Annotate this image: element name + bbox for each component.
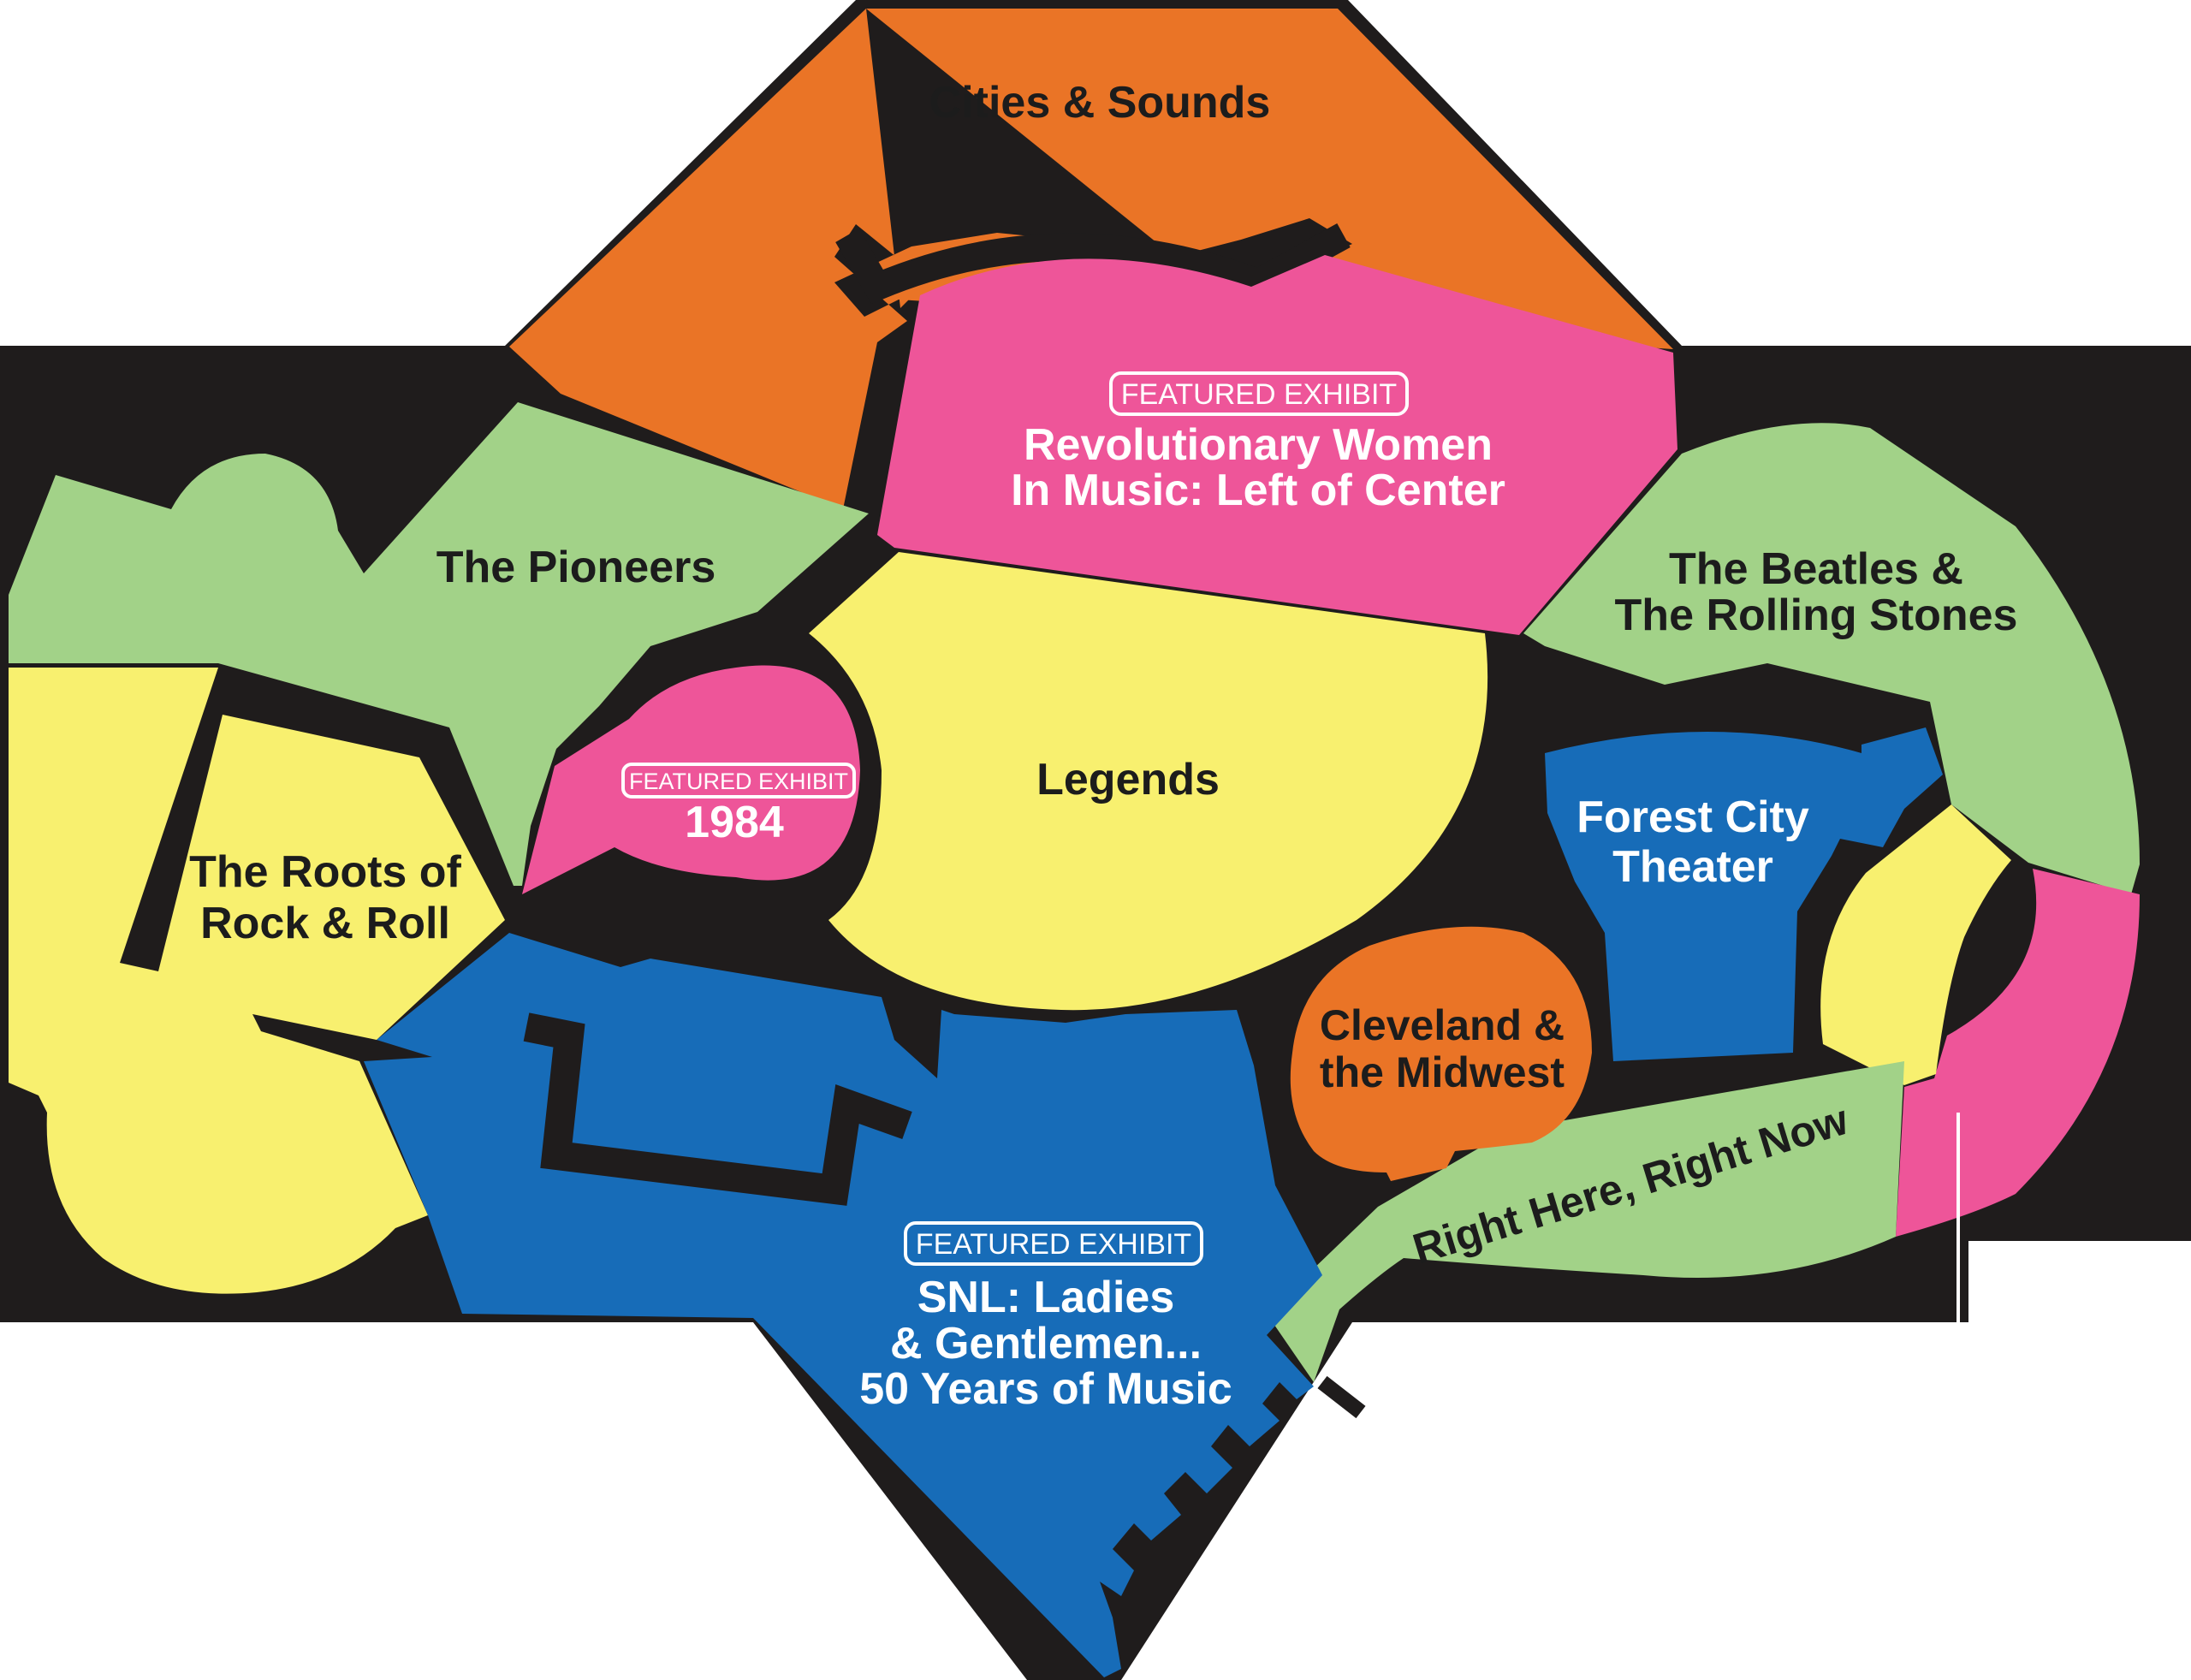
- label-joplin-2: Jimi Hendrix: [1857, 1382, 2114, 1430]
- zone-snl[interactable]: [364, 933, 1322, 1677]
- label-cleveland-2: the Midwest: [1320, 1048, 1565, 1096]
- badge-snl: FEATURED EXHIBIT: [904, 1221, 1203, 1266]
- label-1984: 1984: [685, 798, 784, 847]
- svg-text:FEATURED EXHIBIT: FEATURED EXHIBIT: [916, 1228, 1191, 1261]
- label-roots-1: The Roots of: [189, 847, 461, 897]
- label-forest-city-1: Forest City: [1576, 793, 1809, 842]
- zone-pioneers[interactable]: [9, 402, 869, 886]
- zone-legends[interactable]: [809, 552, 1488, 1011]
- zone-roots[interactable]: [9, 668, 505, 1294]
- label-joplin-1: Janis Joplin &: [1841, 1335, 2131, 1383]
- label-snl-1: SNL: Ladies: [917, 1273, 1175, 1322]
- entrance-wall: [1317, 1375, 1366, 1419]
- label-pioneers: The Pioneers: [436, 543, 716, 592]
- zone-revolutionary-women[interactable]: [877, 255, 1677, 635]
- label-roots-2: Rock & Roll: [200, 899, 450, 948]
- label-snl-2: & Gentlemen...: [890, 1319, 1202, 1368]
- svg-text:FEATURED EXHIBIT: FEATURED EXHIBIT: [1121, 378, 1397, 411]
- arch-wall: [835, 223, 1351, 305]
- zone-beatles-stones[interactable]: [1523, 423, 2140, 894]
- label-legends: Legends: [1036, 755, 1220, 804]
- label-revolutionary-women-1: Revolutionary Women: [1024, 420, 1493, 470]
- label-beatles-2: The Rolling Stones: [1615, 591, 2018, 640]
- zone-forest-city[interactable]: [1545, 727, 1943, 1061]
- svg-text:FEATURED EXHIBIT: FEATURED EXHIBIT: [629, 769, 848, 794]
- snl-wall: [523, 1012, 912, 1206]
- zone-cleveland[interactable]: [1290, 926, 1592, 1181]
- zone-1984[interactable]: [522, 665, 860, 895]
- label-forest-city-2: Theater: [1612, 842, 1773, 892]
- label-cities-sounds: Cities & Sounds: [929, 78, 1271, 128]
- label-snl-3: 50 Years of Music: [859, 1364, 1232, 1414]
- label-revolutionary-women-2: In Music: Left of Center: [1011, 466, 1505, 515]
- badge-revolutionary-women: FEATURED EXHIBIT: [1109, 371, 1409, 416]
- zone-right-here[interactable]: [1267, 1061, 1904, 1382]
- badge-1984: FEATURED EXHIBIT: [621, 763, 856, 798]
- label-cleveland-1: Cleveland &: [1320, 1001, 1565, 1049]
- zone-yellow-strip: [1820, 804, 2011, 1085]
- label-beatles-1: The Beatles &: [1669, 544, 1963, 594]
